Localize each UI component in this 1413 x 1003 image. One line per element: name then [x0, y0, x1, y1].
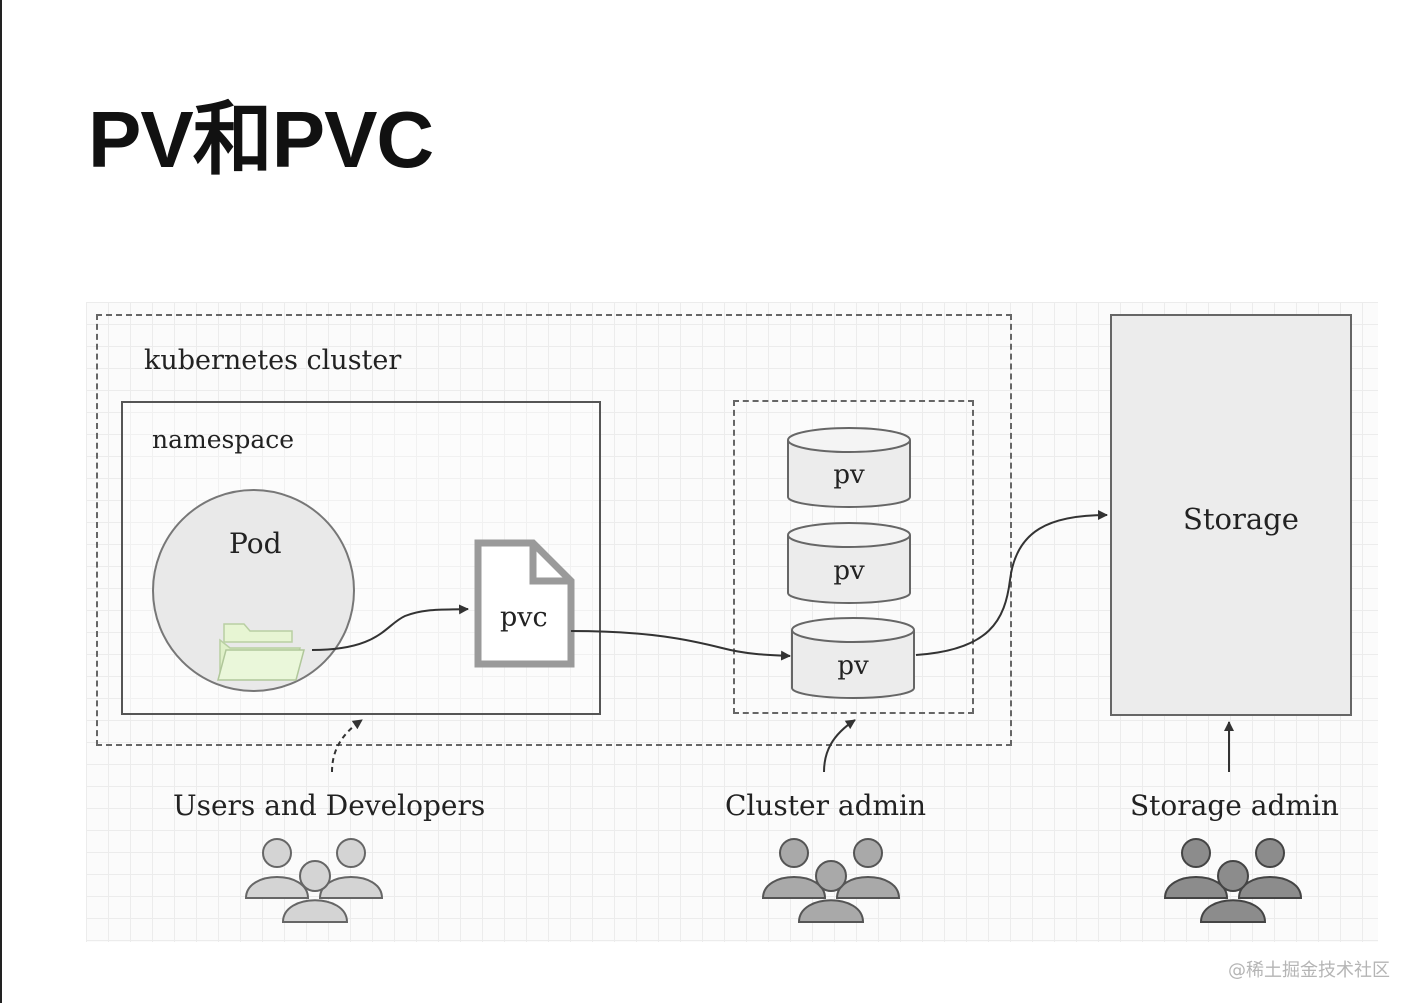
pv-label-2: pv [833, 556, 865, 586]
slide-title: PV和PVC [88, 95, 434, 184]
left-border-line [0, 0, 2, 1003]
namespace-label: namespace [152, 425, 295, 454]
cluster-admin-label: Cluster admin [725, 789, 927, 822]
storage-box [1110, 314, 1352, 716]
watermark: @稀土掘金技术社区 [1228, 960, 1390, 981]
storage-admin-people-icon [1163, 838, 1303, 923]
users-to-namespace-arrow [331, 719, 363, 773]
pv-to-storage-arrow [915, 510, 1108, 656]
pv-cylinder-1 [787, 427, 911, 508]
users-people-icon [244, 838, 384, 923]
storage-label: Storage [1183, 502, 1299, 536]
pv-cylinder-2 [787, 522, 911, 604]
kubernetes-cluster-boundary [96, 314, 1012, 746]
users-and-developers-label: Users and Developers [173, 789, 486, 822]
pv-group-boundary [733, 400, 974, 714]
cluster-admin-to-pv-arrow [823, 719, 856, 773]
cluster-admin-people-icon [761, 838, 901, 923]
pv-cylinder-3 [791, 617, 915, 699]
document-icon [474, 539, 575, 668]
pvc-label: pvc [500, 602, 548, 633]
cluster-label: kubernetes cluster [144, 345, 402, 376]
pv-label-3: pv [837, 651, 869, 681]
pvc-to-pv-arrow [570, 630, 791, 661]
pod-label: Pod [229, 527, 282, 560]
storage-admin-label: Storage admin [1130, 789, 1339, 822]
pod-to-pvc-arrow [311, 604, 469, 651]
pv-label-1: pv [833, 460, 865, 490]
folder-icon [217, 623, 305, 681]
